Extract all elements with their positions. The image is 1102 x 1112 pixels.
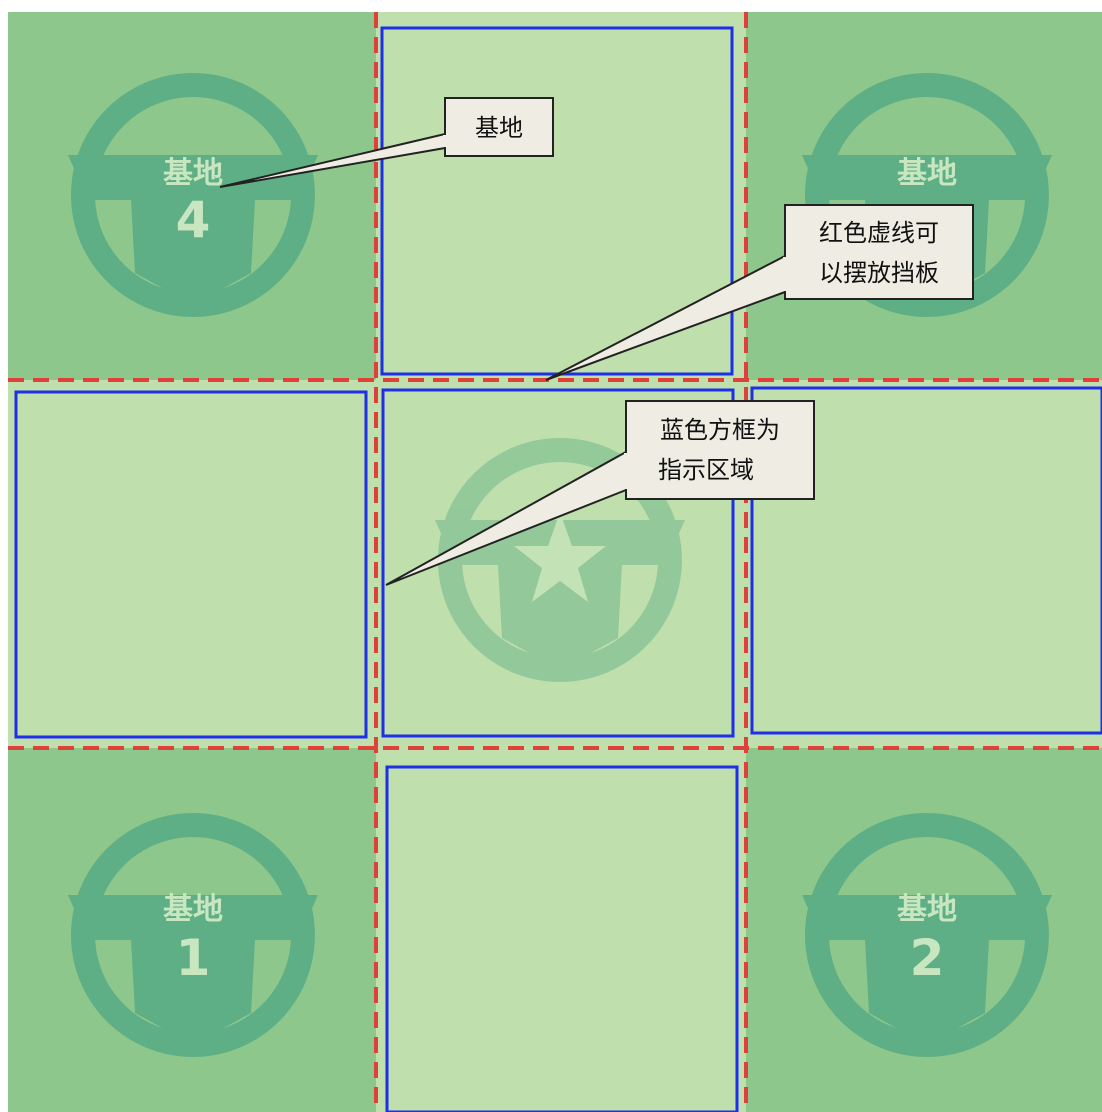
- center-emblem: [435, 438, 685, 682]
- callout-red-dashed-line2: 以摆放挡板: [819, 259, 939, 287]
- blue-box-bottom: [385, 765, 739, 1112]
- base-2-label: 基地: [897, 892, 957, 927]
- callout-red-dashed-line1: 红色虚线可: [819, 219, 939, 247]
- callout-blue-box-line2: 指示区域: [658, 456, 754, 484]
- blue-box-center: [381, 388, 735, 738]
- base-4-number: 4: [176, 191, 211, 249]
- base-emblem-1: 基地 1: [68, 813, 318, 1057]
- callout-base: 基地: [219, 97, 554, 188]
- tile-bottom-center: [376, 748, 746, 1112]
- base-2-number: 2: [910, 929, 945, 987]
- base-1-label: 基地: [163, 892, 223, 927]
- blue-box-left: [14, 390, 368, 739]
- callout-red-dashed: 红色虚线可 以摆放挡板: [545, 204, 974, 381]
- base-emblem-4: 基地 4: [68, 73, 318, 317]
- base-3-label: 基地: [897, 156, 957, 191]
- base-emblem-2: 基地 2: [802, 813, 1052, 1057]
- star-icon: [514, 512, 606, 602]
- callout-blue-box-line1: 蓝色方框为: [660, 416, 780, 444]
- tile-mid-left: [8, 380, 376, 748]
- callout-blue-box: 蓝色方框为 指示区域: [385, 400, 815, 586]
- base-emblem-3: 基地: [802, 73, 1052, 317]
- base-4-label: 基地: [163, 156, 223, 191]
- base-1-number: 1: [176, 929, 211, 987]
- blue-box-right: [750, 386, 1102, 735]
- red-dashed-lines: [8, 12, 1102, 1112]
- callout-base-text: 基地: [475, 114, 523, 142]
